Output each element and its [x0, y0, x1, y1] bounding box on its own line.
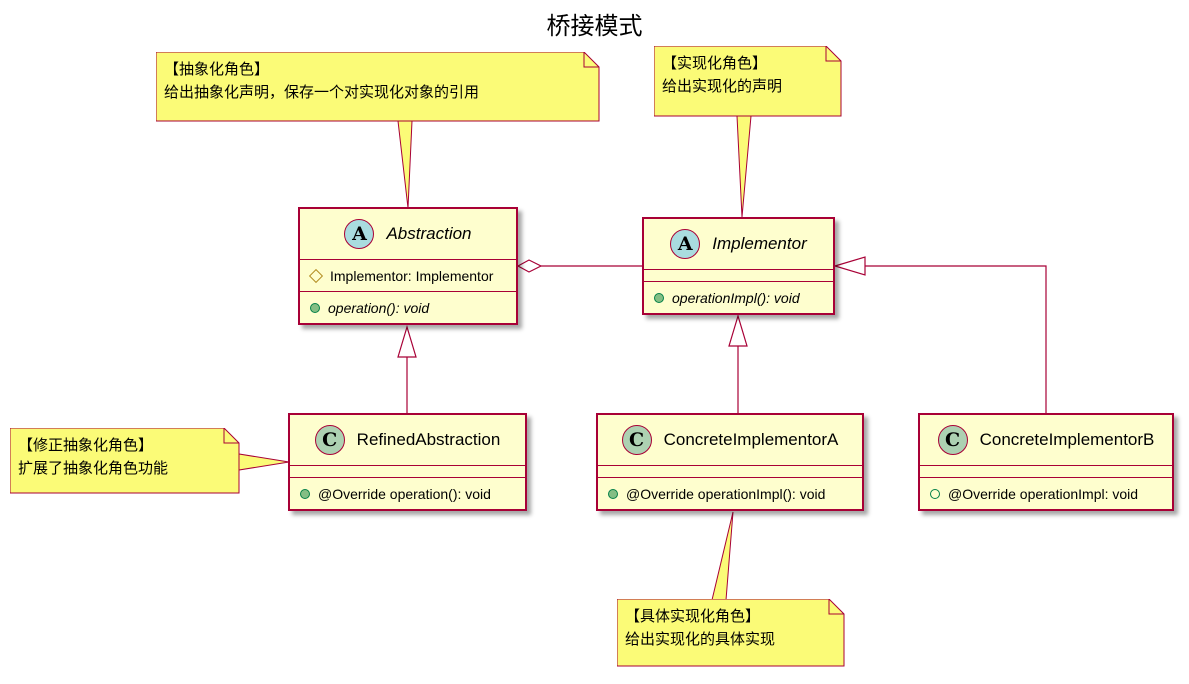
diagram-title: 桥接模式 — [546, 12, 643, 40]
abstract-class-icon: A — [344, 219, 375, 249]
method-operation-impl: operationImpl(): void — [672, 289, 800, 306]
public-method-icon — [608, 488, 618, 499]
method-override-operation-impl: @Override operationImpl(): void — [626, 485, 826, 502]
note-refined-text: 扩展了抽象化角色功能 — [18, 459, 169, 477]
class-concrete-b-name: ConcreteImplementorB — [979, 430, 1155, 449]
class-implementor-header: A Implementor — [644, 219, 833, 269]
generalization-concrete-b-arrow — [832, 256, 866, 276]
public-method-icon — [310, 302, 320, 313]
abstract-class-icon: A — [670, 229, 701, 259]
note-concrete-text: 给出实现化的具体实现 — [625, 630, 776, 648]
class-implementor-name: Implementor — [712, 234, 807, 253]
generalization-refined-arrow — [397, 324, 417, 358]
note-abstraction: 【抽象化角色】 给出抽象化声明，保存一个对实现化对象的引用 — [156, 52, 600, 122]
class-refined-header: C RefinedAbstraction — [290, 415, 525, 465]
generalization-concrete-b-line — [865, 265, 1047, 413]
class-icon: C — [621, 425, 652, 455]
method-override-operation: @Override operation(): void — [318, 485, 491, 502]
class-implementor-methods: operationImpl(): void — [644, 281, 833, 313]
class-concrete-a-methods: @Override operationImpl(): void — [598, 477, 862, 509]
field-implementor: Implementor: Implementor — [330, 267, 494, 284]
note-refined-title: 【修正抽象化角色】 — [18, 436, 154, 454]
class-icon: C — [314, 425, 345, 455]
class-refined-abstraction[interactable]: C RefinedAbstraction @Override operation… — [288, 413, 527, 511]
class-abstraction[interactable]: A Abstraction Implementor: Implementor o… — [298, 207, 518, 325]
note-tail-implementor — [736, 115, 752, 218]
note-concrete: 【具体实现化角色】 给出实现化的具体实现 — [617, 599, 845, 667]
class-abstraction-methods: operation(): void — [300, 291, 516, 323]
class-refined-name: RefinedAbstraction — [356, 430, 501, 449]
note-refined: 【修正抽象化角色】 扩展了抽象化角色功能 — [10, 428, 240, 494]
class-concrete-b-fields — [920, 465, 1172, 477]
class-concrete-a-name: ConcreteImplementorA — [663, 430, 839, 449]
note-tail-refined — [238, 453, 290, 471]
note-concrete-title: 【具体实现化角色】 — [625, 607, 761, 625]
class-refined-methods: @Override operation(): void — [290, 477, 525, 509]
class-concrete-b-header: C ConcreteImplementorB — [920, 415, 1172, 465]
method-operation: operation(): void — [328, 299, 430, 316]
method-override-operation-impl-b: @Override operationImpl: void — [948, 485, 1139, 502]
class-refined-fields — [290, 465, 525, 477]
protected-field-icon — [308, 268, 324, 283]
public-method-icon — [654, 292, 664, 303]
note-abstraction-text: 给出抽象化声明，保存一个对实现化对象的引用 — [164, 83, 480, 101]
class-concrete-b-methods: @Override operationImpl: void — [920, 477, 1172, 509]
note-tail-concrete — [711, 511, 734, 601]
note-implementor-title: 【实现化角色】 — [662, 54, 768, 72]
class-abstraction-header: A Abstraction — [300, 209, 516, 259]
public-method-open-icon — [930, 488, 940, 499]
note-implementor: 【实现化角色】 给出实现化的声明 — [654, 46, 842, 117]
class-concrete-a-fields — [598, 465, 862, 477]
class-implementor[interactable]: A Implementor operationImpl(): void — [642, 217, 835, 315]
note-abstraction-title: 【抽象化角色】 — [164, 60, 270, 78]
class-concrete-a-header: C ConcreteImplementorA — [598, 415, 862, 465]
class-abstraction-fields: Implementor: Implementor — [300, 259, 516, 291]
generalization-concrete-a-arrow — [728, 313, 748, 347]
class-abstraction-name: Abstraction — [386, 224, 472, 243]
class-concrete-implementor-b[interactable]: C ConcreteImplementorB @Override operati… — [918, 413, 1174, 511]
class-icon: C — [937, 425, 968, 455]
public-method-icon — [300, 488, 310, 499]
note-implementor-text: 给出实现化的声明 — [662, 77, 783, 95]
note-tail-abstraction — [397, 120, 413, 209]
class-implementor-fields — [644, 269, 833, 281]
aggregation-diamond — [516, 259, 543, 273]
class-concrete-implementor-a[interactable]: C ConcreteImplementorA @Override operati… — [596, 413, 864, 511]
